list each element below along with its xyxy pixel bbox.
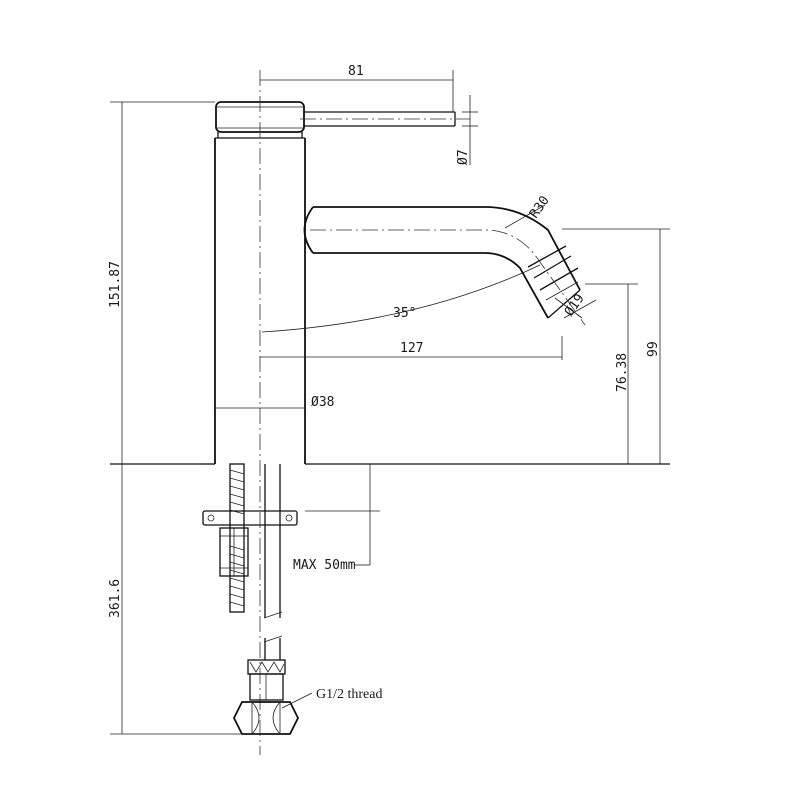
dim-tail-length-label: 361.6 (108, 579, 123, 618)
connection-fitting (232, 701, 300, 735)
dim-spout-top-height: 99 (562, 228, 670, 464)
supply-tube (263, 464, 283, 660)
dim-handle-length-label: 81 (348, 64, 364, 79)
dim-spout-radius-label: R30 (527, 193, 553, 221)
mounting-nut (219, 527, 249, 577)
dim-spout-reach-label: 127 (400, 341, 423, 356)
dim-tail-length: 361.6 (108, 464, 265, 735)
connection-note-label: G1/2 thread (316, 687, 382, 702)
dim-outlet-diameter-label: Ø19 (562, 291, 588, 319)
dim-outlet-height-label: 76.38 (615, 353, 630, 392)
mounting-plate (202, 510, 298, 526)
dim-max-deck-thickness: MAX 50mm (293, 464, 380, 573)
dim-total-height-label: 151.87 (108, 261, 123, 308)
dim-spout-angle: 35° (261, 264, 541, 333)
dim-body-diameter-label: Ø38 (311, 395, 334, 410)
threaded-rod (229, 463, 245, 613)
dim-spout-top-height-label: 99 (646, 341, 661, 357)
dim-spout-reach: 127 (260, 336, 563, 360)
handle-lever (304, 111, 456, 127)
dim-handle-diameter-label: Ø7 (456, 149, 471, 165)
dim-handle-length: 81 (260, 64, 454, 112)
dim-total-height: 151.87 (108, 101, 215, 464)
dim-body-diameter: Ø38 (215, 395, 334, 410)
dim-outlet-height: 76.38 (585, 283, 638, 464)
center-lines (259, 70, 586, 755)
hose-connector (247, 659, 286, 701)
spout (303, 206, 581, 319)
dim-max-deck-thickness-label: MAX 50mm (293, 558, 356, 573)
connection-note: G1/2 thread (281, 687, 382, 709)
dim-spout-angle-label: 35° (393, 306, 416, 321)
dim-handle-diameter: Ø7 (456, 95, 478, 165)
